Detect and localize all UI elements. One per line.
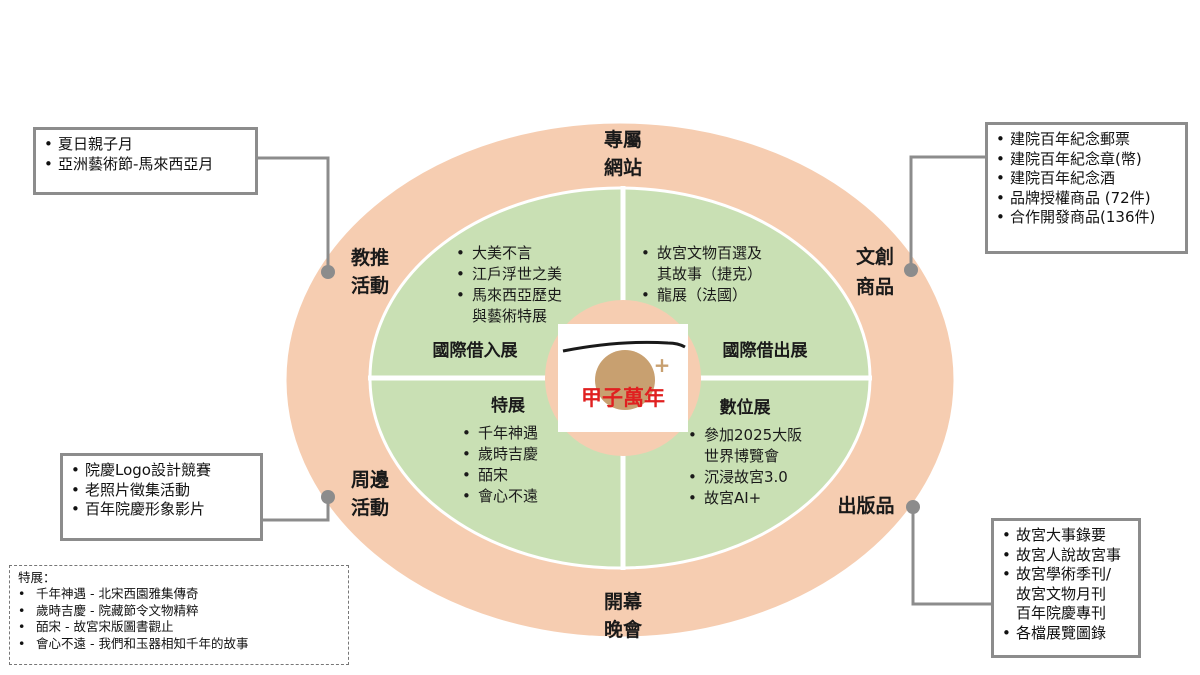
quad-tl-item-2: 江戶浮世之美	[472, 265, 562, 283]
connector-dot-peripheral	[321, 490, 335, 504]
list-item: •故宮大事錄要	[1002, 526, 1107, 544]
merchandise-box: •建院百年紀念郵票 •建院百年紀念章(幣) •建院百年紀念酒 •品牌授權商品 (…	[985, 122, 1188, 254]
quad-tr-item-2: 其故事（捷克）	[657, 265, 762, 283]
list-item: •品牌授權商品 (72件)	[996, 188, 1151, 207]
list-item: •皕宋 - 故宮宋版圖書觀止	[18, 619, 174, 634]
ring-label-top-2: 網站	[604, 156, 642, 179]
list-item: •合作開發商品(136件)	[996, 208, 1156, 226]
quad-bl-item-1: 千年神遇	[478, 424, 538, 442]
center-logo-plus: +	[654, 353, 671, 377]
peripheral-activities-box: •院慶Logo設計競賽 •老照片徵集活動 •百年院慶形象影片	[60, 453, 263, 541]
quad-tl-bullet-3: •	[456, 286, 465, 304]
education-activities-box: •夏日親子月 •亞洲藝術節-馬來西亞月	[33, 127, 258, 195]
special-exhibitions-note: 特展： •千年神遇 - 北宋西園雅集傳奇 •歲時吉慶 - 院藏節令文物精粹 •皕…	[9, 565, 349, 665]
quad-tl-item-1: 大美不言	[472, 244, 532, 262]
note-title: 特展：	[18, 570, 56, 585]
center-logo-text: 甲子萬年	[581, 386, 665, 410]
ring-label-top-1: 專屬	[604, 128, 642, 151]
ring-label-bottom-1: 開幕	[604, 591, 643, 613]
list-item: •故宮人說故宮事	[1002, 545, 1122, 564]
list-item: •建院百年紀念章(幣)	[996, 149, 1142, 168]
list-item: •亞洲藝術節-馬來西亞月	[44, 154, 214, 173]
connector-dot-publications	[906, 500, 920, 514]
quad-tr-title: 國際借出展	[723, 340, 808, 361]
list-item: •各檔展覽圖錄	[1002, 623, 1107, 642]
quad-bl-title: 特展	[491, 395, 525, 416]
quad-br-bullet-1: •	[688, 426, 697, 444]
quad-tl-title: 國際借入展	[433, 340, 518, 361]
ring-label-right-upper-2: 商品	[856, 275, 894, 298]
connector-dot-education	[321, 265, 335, 279]
quad-br-bullet-3: •	[688, 468, 697, 486]
publications-box: •故宮大事錄要 •故宮人說故宮事 •故宮學術季刊/ 故宮文物月刊 百年院慶專刊 …	[991, 518, 1141, 658]
ring-label-left-upper-1: 教推	[351, 246, 389, 269]
quad-bl-item-2: 歲時吉慶	[478, 445, 538, 463]
quad-br-item-3: 沉浸故宮3.0	[704, 468, 788, 486]
list-item: •千年神遇 - 北宋西園雅集傳奇	[18, 586, 199, 601]
quad-br-item-4: 故宮AI+	[704, 489, 761, 507]
list-item: •故宮學術季刊/	[1002, 565, 1112, 583]
ring-label-left-lower-1: 周邊	[351, 468, 390, 491]
quad-br-item-2: 世界博覽會	[704, 447, 779, 465]
connector-publications	[911, 507, 991, 606]
center-logo-brush-stroke	[562, 340, 686, 353]
list-item: •院慶Logo設計競賽	[71, 461, 211, 479]
quad-tl-bullet-1: •	[456, 244, 465, 262]
list-item: •會心不遠 - 我們和玉器相知千年的故事	[18, 635, 249, 651]
quad-tr-item-3: 龍展（法國）	[657, 286, 747, 304]
list-item: 百年院慶專刊	[1016, 604, 1107, 622]
ring-label-bottom-2: 晚會	[604, 618, 643, 641]
quad-tl-item-4: 與藝術特展	[472, 307, 547, 325]
quad-tl-item-3: 馬來西亞歷史	[472, 286, 562, 304]
quad-bl-bullet-2: •	[462, 445, 471, 463]
list-item: •建院百年紀念酒	[996, 169, 1116, 187]
quad-br-title: 數位展	[720, 397, 771, 418]
quad-tr-bullet-1: •	[641, 244, 650, 262]
quad-tr-item-1: 故宮文物百選及	[657, 244, 762, 262]
quad-tl-bullet-2: •	[456, 265, 465, 283]
quad-br-item-1: 參加2025大阪	[704, 426, 802, 444]
quad-bl-item-3: 皕宋	[478, 466, 508, 484]
ring-label-left-upper-2: 活動	[351, 274, 389, 297]
center-logo-circle	[595, 350, 655, 410]
connector-education	[258, 156, 330, 272]
list-item: •老照片徵集活動	[71, 480, 191, 499]
ring-label-left-lower-2: 活動	[351, 496, 389, 519]
ring-label-right-upper-1: 文創	[856, 245, 894, 268]
connector-dot-merchandise	[904, 263, 918, 277]
quad-tr-bullet-3: •	[641, 286, 650, 304]
connector-peripheral	[263, 497, 330, 522]
list-item: •夏日親子月	[44, 135, 134, 153]
quad-bl-bullet-4: •	[462, 487, 471, 505]
list-item: •歲時吉慶 - 院藏節令文物精粹	[18, 602, 199, 618]
quad-bl-bullet-1: •	[462, 424, 471, 442]
quad-br-bullet-4: •	[688, 489, 697, 507]
list-item: 故宮文物月刊	[1016, 584, 1107, 603]
connector-merchandise	[909, 155, 985, 270]
quad-bl-bullet-3: •	[462, 466, 471, 484]
quad-bl-item-4: 會心不遠	[478, 487, 538, 505]
list-item: •建院百年紀念郵票	[996, 130, 1131, 148]
list-item: •百年院慶形象影片	[71, 500, 206, 518]
ring-label-right-lower: 出版品	[837, 494, 894, 517]
